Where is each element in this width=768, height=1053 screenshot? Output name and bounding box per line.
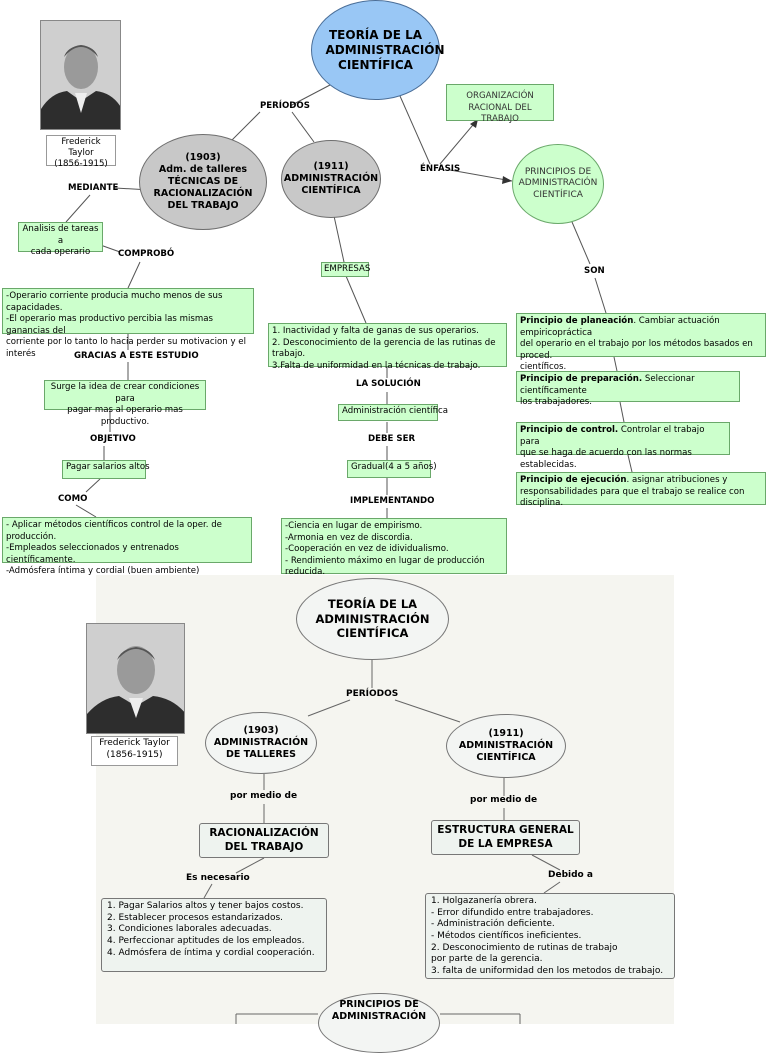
analisis-box: Analisis de tareas a cada operario — [18, 222, 103, 257]
label-objetivo: OBJETIVO — [90, 434, 136, 444]
label-como: COMO — [58, 494, 88, 504]
estructura-box: ESTRUCTURA GENERAL DE LA EMPRESA — [431, 820, 580, 855]
label-gracias: GRACIAS A ESTE ESTUDIO — [74, 351, 199, 361]
como-box: - Aplicar métodos científicos control de… — [2, 517, 252, 576]
principios-node: PRINCIPIOS DE ADMINISTRACIÓN CIENTÍFICA — [512, 144, 604, 224]
photo-caption-top: Frederick Taylor (1856-1915) — [46, 135, 116, 169]
label-por-medio-2: por medio de — [470, 795, 538, 805]
main-title-node: TEORÍA DE LA ADMINISTRACIÓN CIENTÍFICA — [311, 0, 445, 100]
label-por-medio-1: por medio de — [230, 791, 298, 801]
taylor-photo-bottom — [86, 623, 185, 734]
label-implementando: IMPLEMENTANDO — [350, 496, 435, 506]
principle-control: Principio de control. Controlar el traba… — [516, 422, 730, 470]
empresas-text-box: 1. Inactividad y falta de ganas de sus o… — [268, 323, 507, 371]
bottom-principios-node: PRINCIPIOS DE ADMINISTRACIÓN — [318, 993, 440, 1053]
principle-ejecucion: Principio de ejecución. asignar atribuci… — [516, 472, 766, 508]
bottom-connector-lines — [203, 658, 561, 1024]
surge-box: Surge la idea de crear condiciones para … — [44, 380, 206, 427]
bottom-node-1911: (1911) ADMINISTRACIÓN CIENTÍFICA — [446, 714, 566, 778]
node-1911: (1911) ADMINISTRACIÓN CIENTÍFICA — [281, 140, 381, 218]
bottom-main-title-node: TEORÍA DE LA ADMINISTRACIÓN CIENTÍFICA — [296, 578, 449, 660]
organizacion-box: ORGANIZACIÓN RACIONAL DEL TRABAJO — [446, 84, 554, 124]
label-periodos: PERÍODOS — [260, 101, 310, 111]
label-mediante: MEDIANTE — [68, 183, 119, 193]
label-enfasis: ÉNFASIS — [420, 164, 461, 174]
gradual-box: Gradual(4 a 5 años) — [347, 460, 437, 478]
empresas-box: EMPRESAS — [321, 262, 370, 277]
taylor-photo-top — [40, 20, 121, 130]
label-comprobo: COMPROBÓ — [118, 249, 175, 259]
implementando-box: -Ciencia en lugar de empirismo. -Armonia… — [281, 518, 507, 577]
debido-list-box: 1. Holgazanería obrera. - Error difundid… — [425, 893, 675, 979]
photo-caption-bottom: Frederick Taylor (1856-1915) — [91, 736, 178, 766]
pagar-box: Pagar salarios altos — [62, 460, 150, 479]
portrait-icon — [87, 624, 184, 733]
comprobo-box: -Operario corriente producia mucho menos… — [2, 288, 254, 359]
bottom-label-periodos: PERÍODOS — [346, 689, 399, 699]
bottom-node-1903: (1903) ADMINISTRACIÓN DE TALLERES — [205, 712, 317, 774]
label-es-necesario: Es necesario — [186, 873, 250, 883]
node-1903: (1903) Adm. de talleres TÉCNICAS DE RACI… — [139, 134, 267, 230]
adm-cientifica-box: Administración científica — [338, 404, 448, 421]
label-solucion: LA SOLUCIÓN — [356, 379, 421, 389]
label-son: SON — [584, 266, 605, 276]
portrait-icon — [41, 21, 120, 129]
necesario-list-box: 1. Pagar Salarios altos y tener bajos co… — [101, 898, 327, 972]
racionalizacion-box: RACIONALIZACIÓN DEL TRABAJO — [199, 823, 329, 858]
label-debido-a: Debido a — [548, 870, 593, 880]
principle-preparacion: Principio de preparación. Seleccionar ci… — [516, 371, 740, 407]
principle-planeacion: Principio de planeación. Cambiar actuaci… — [516, 313, 766, 372]
label-debe-ser: DEBE SER — [368, 434, 416, 444]
